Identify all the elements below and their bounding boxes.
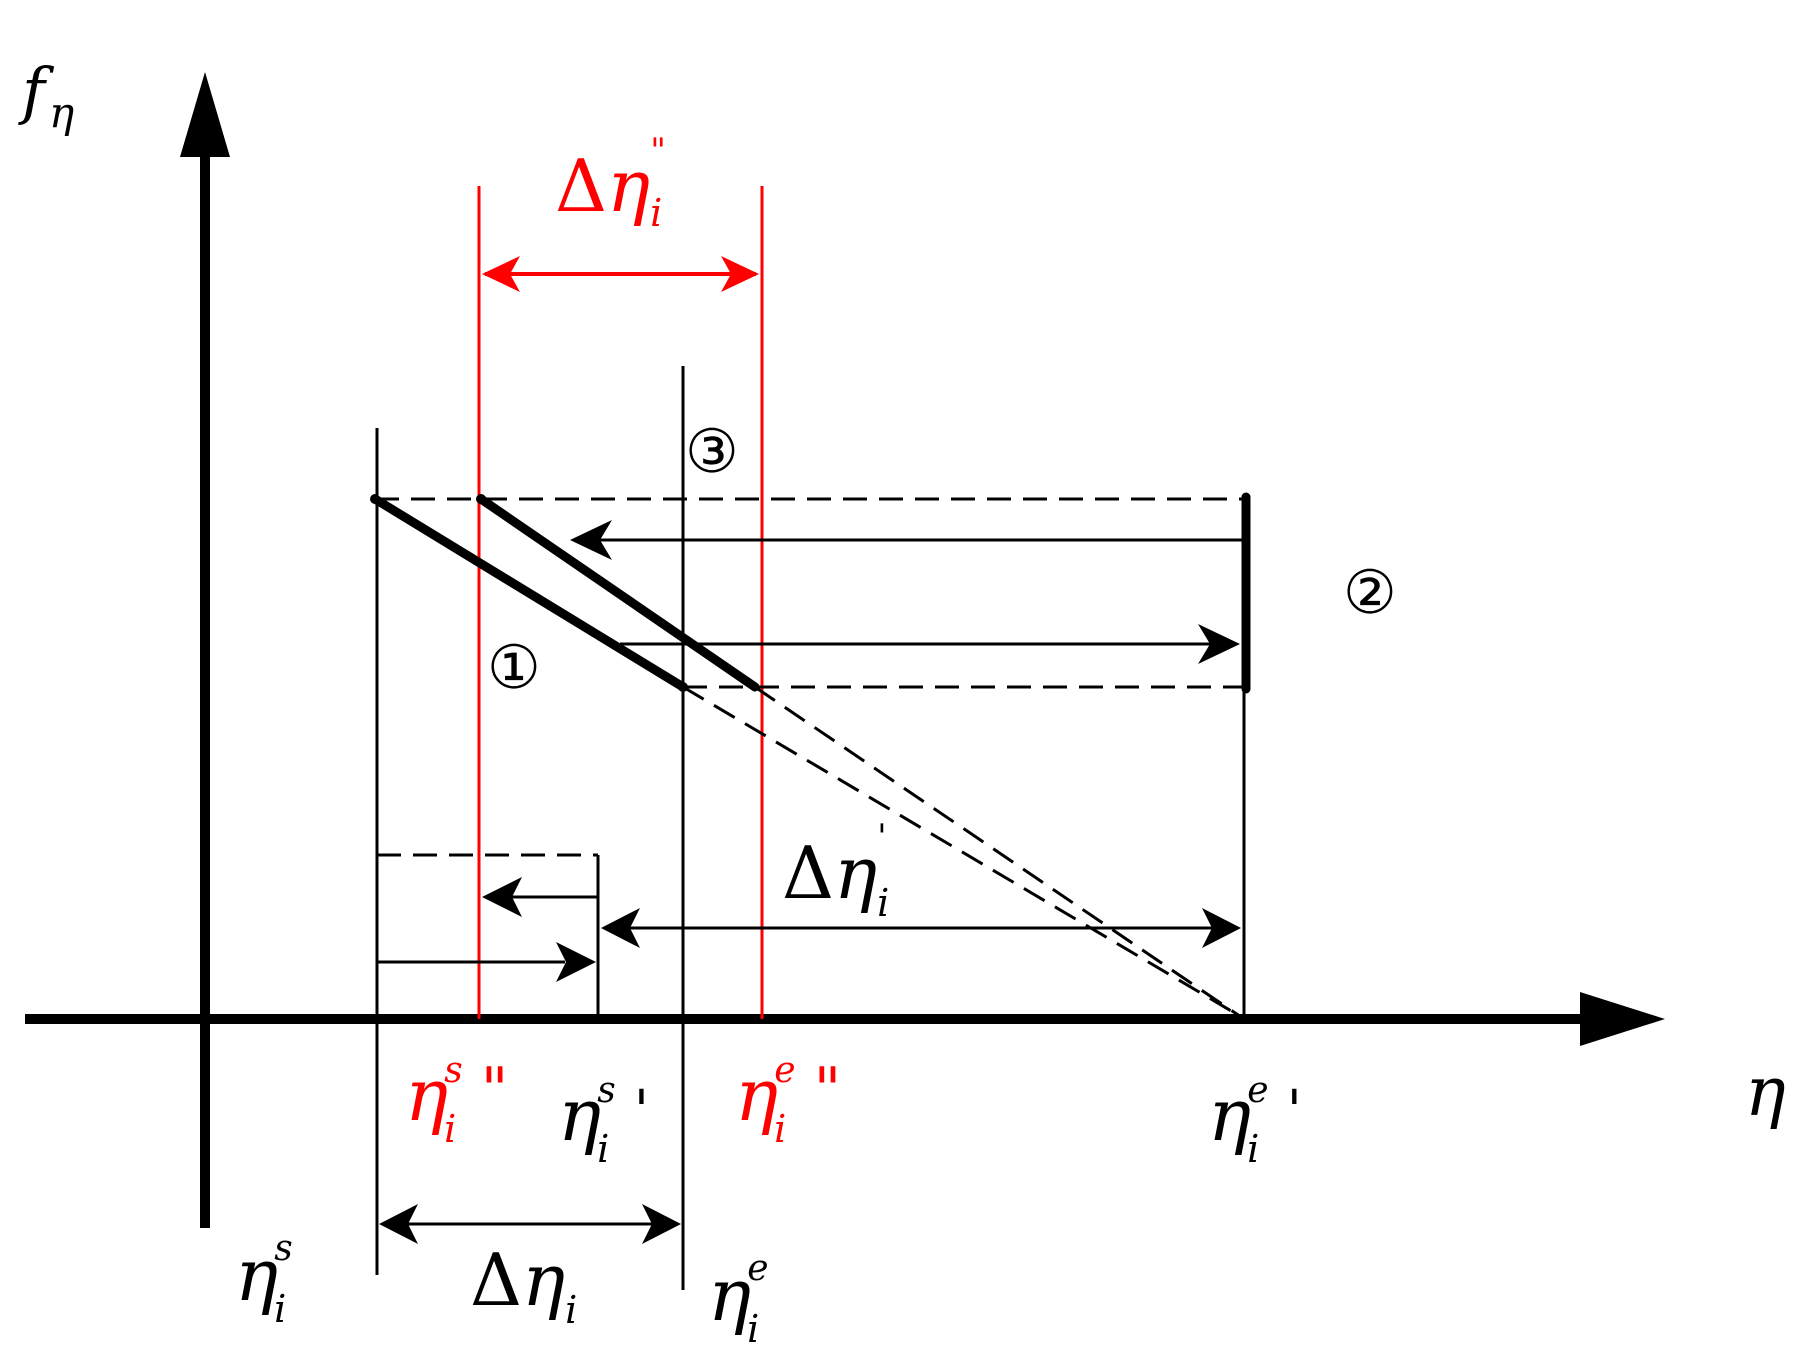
label-eta-e-dprime: ηie" (735, 1050, 841, 1151)
marker-two: ② (1343, 558, 1397, 628)
label-eta-s: ηis (235, 1228, 293, 1331)
dashed-diag-1 (682, 685, 1239, 1017)
arrowhead-small-left (482, 877, 522, 917)
label-eta-s-dprime: ηis" (405, 1050, 508, 1151)
axes (25, 72, 1665, 1228)
label-delta-eta: Δηi (470, 1238, 577, 1332)
label-eta-e: ηie (708, 1248, 769, 1351)
shift-arrows (377, 538, 1244, 1226)
arrowhead-left-top (570, 520, 612, 560)
thick-lines (370, 492, 1251, 694)
x-axis-arrowhead (1580, 992, 1665, 1046)
label-delta-eta-dprime: Δηi" (555, 131, 666, 235)
curve-3-shifted (476, 494, 760, 692)
delta-eta-dprime-arrow (482, 256, 759, 292)
dashed-lines (375, 497, 1245, 1021)
arrowhead-de-left (379, 1204, 418, 1244)
dashed-diag-2 (754, 685, 1245, 1021)
arrowhead-dep-left (601, 908, 640, 948)
arrowhead-right-mid (1198, 624, 1240, 664)
y-axis-arrowhead (180, 72, 230, 157)
vertex-dots (370, 494, 688, 692)
arrowhead-de-right (642, 1204, 681, 1244)
y-axis-label: fη (18, 54, 74, 137)
label-eta-e-prime: ηie' (1208, 1070, 1302, 1171)
curve-1-original (370, 494, 688, 692)
label-delta-eta-prime: Δηi' (782, 817, 889, 925)
x-axis-label: η (1745, 1053, 1786, 1132)
vertical-guides (375, 366, 1246, 1290)
arrowhead-dep-right (1202, 908, 1241, 948)
arrowheads (379, 520, 1241, 1244)
red-guides (477, 186, 764, 1019)
label-eta-s-prime: ηis' (558, 1070, 649, 1171)
arrowhead-small-right (556, 942, 596, 982)
marker-one: ① (487, 633, 541, 703)
marker-three: ③ (685, 417, 739, 487)
